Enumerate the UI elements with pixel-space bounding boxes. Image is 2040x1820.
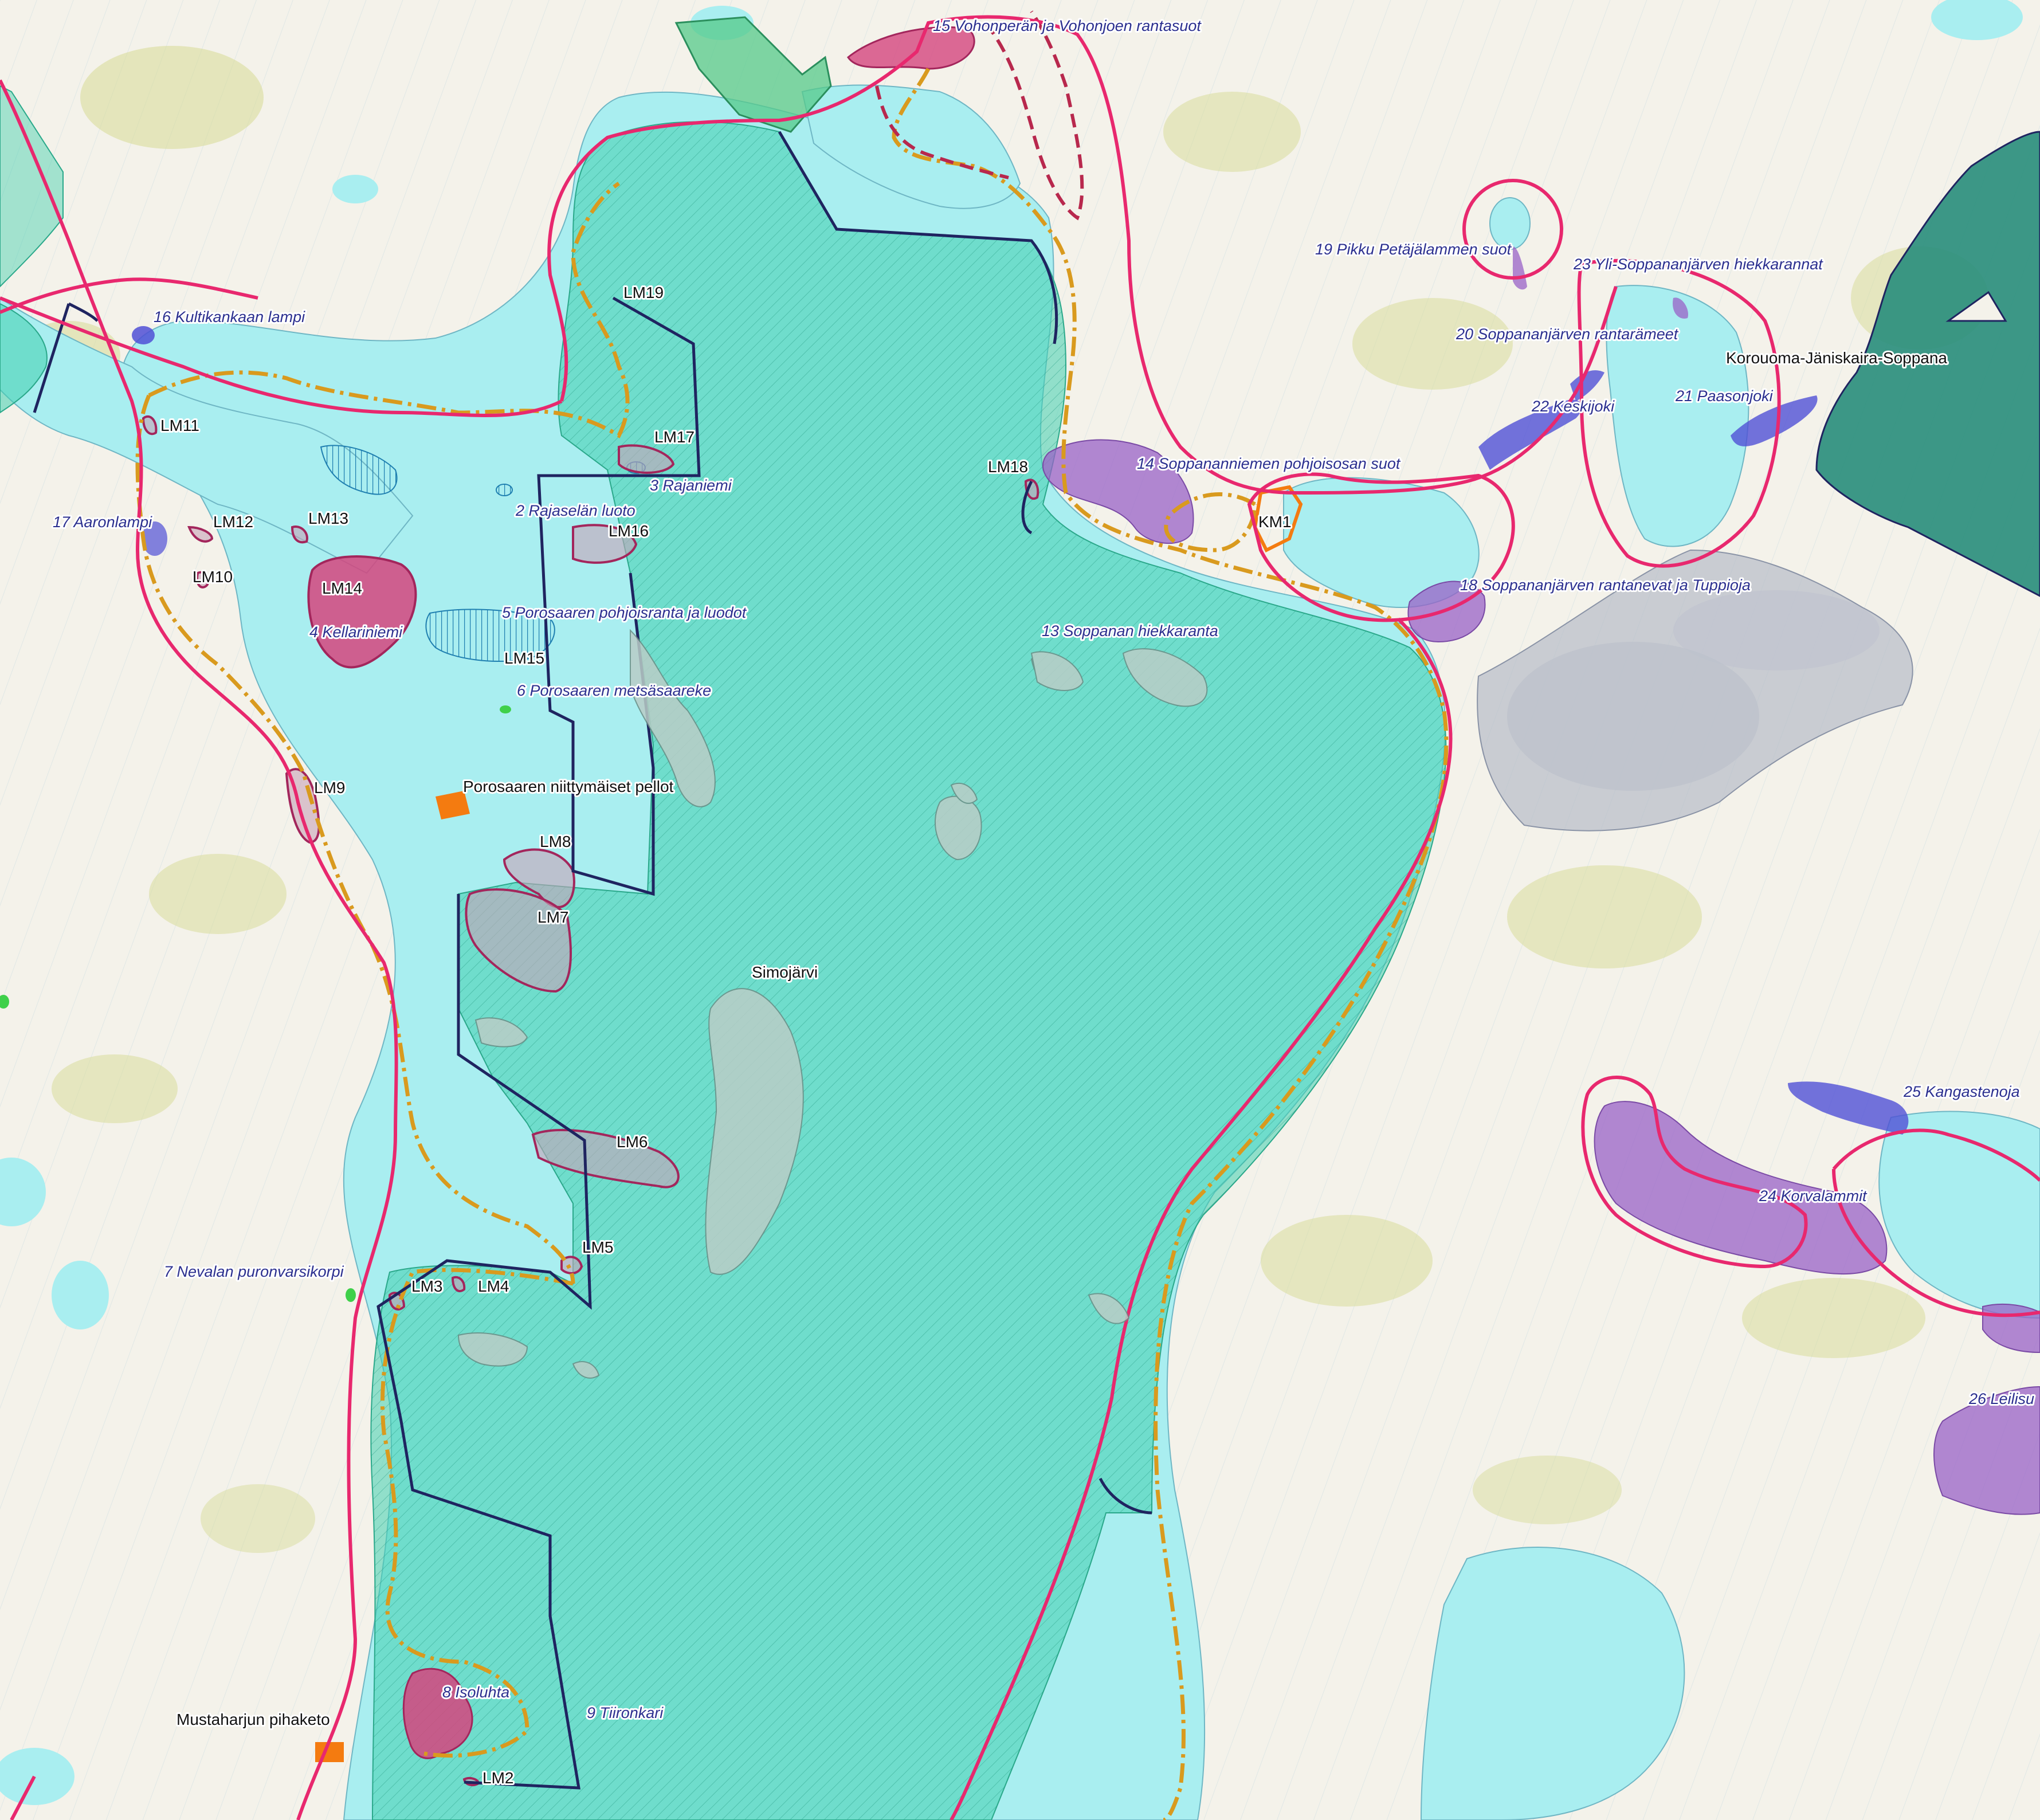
label-site-19: 19 Pikku Petäjälammen suot bbox=[1315, 241, 1512, 258]
label-lm2: LM2 bbox=[482, 1769, 513, 1787]
navy-boundary bbox=[33, 131, 1152, 1790]
label-site-4: 4 Kellariniemi bbox=[309, 623, 403, 641]
label-lm13: LM13 bbox=[308, 509, 348, 527]
label-site-20: 20 Soppananjärven rantarämeet bbox=[1456, 325, 1679, 343]
label-korouoma: Korouoma-Jäniskaira-Soppana bbox=[1726, 349, 1947, 367]
label-lm16: LM16 bbox=[609, 522, 649, 540]
green-dots bbox=[0, 705, 511, 1302]
label-site-5: 5 Porosaaren pohjoisranta ja luodot bbox=[502, 604, 747, 621]
habitat-red-polygons bbox=[307, 26, 975, 1759]
label-lm18: LM18 bbox=[988, 458, 1028, 476]
label-site-8: 8 Isoluhta bbox=[442, 1684, 509, 1701]
gold-boundary bbox=[135, 68, 1449, 1820]
green-area-north bbox=[674, 16, 832, 133]
label-site-14: 14 Soppananniemen pohjoisosan suot bbox=[1137, 455, 1401, 472]
label-site-13: 13 Soppanan hiekkaranta bbox=[1042, 622, 1218, 640]
lake-west-arm bbox=[0, 297, 414, 574]
label-lm15: LM15 bbox=[504, 649, 544, 667]
label-site-6: 6 Porosaaren metsäsaareke bbox=[517, 682, 711, 699]
label-lm4: LM4 bbox=[478, 1277, 509, 1295]
map-labels: 15 Vohonperän ja Vohonjoen rantasuot 19 … bbox=[51, 15, 2036, 1788]
lake-yli-soppananjarvi bbox=[1606, 285, 1749, 547]
label-site-24: 24 Korvalammit bbox=[1759, 1187, 1868, 1205]
lake-aaronlampi bbox=[142, 521, 167, 556]
label-site-15: 15 Vohonperän ja Vohonjoen rantasuot bbox=[933, 17, 1202, 34]
label-lm10: LM10 bbox=[193, 568, 233, 586]
label-site-18: 18 Soppananjärven rantanevat ja Tuppioja bbox=[1460, 576, 1751, 594]
label-lm7: LM7 bbox=[538, 908, 568, 926]
dashed-red-boundary bbox=[875, 10, 1084, 221]
label-poro-fields: Porosaaren niittymäiset pellot bbox=[463, 778, 674, 795]
lake-west-1 bbox=[0, 1158, 46, 1226]
label-site-22: 22 Keskijoki bbox=[1531, 398, 1615, 415]
lake-west-4 bbox=[332, 175, 378, 203]
label-lm9: LM9 bbox=[314, 779, 345, 797]
islands bbox=[457, 629, 1208, 1379]
label-simojarvi: Simojärvi bbox=[752, 963, 818, 981]
label-site-26: 26 Leilisu bbox=[1968, 1390, 2034, 1407]
pink-boundary bbox=[0, 15, 2040, 1820]
label-lm19: LM19 bbox=[623, 284, 664, 301]
label-site-17: 17 Aaronlampi bbox=[53, 513, 152, 531]
orange-fields bbox=[315, 791, 470, 1762]
label-lm3: LM3 bbox=[411, 1277, 442, 1295]
label-lm12: LM12 bbox=[213, 513, 253, 531]
label-site-7: 7 Nevalan puronvarsikorpi bbox=[164, 1263, 344, 1280]
label-lm14: LM14 bbox=[322, 579, 362, 597]
label-km1: KM1 bbox=[1258, 513, 1292, 531]
bird-site-hatched bbox=[320, 445, 646, 662]
label-lm8: LM8 bbox=[540, 833, 571, 850]
lake-soppananjarvi bbox=[1283, 477, 1480, 608]
lake-pikku-petajalampi bbox=[1489, 197, 1531, 250]
label-lm5: LM5 bbox=[582, 1238, 613, 1256]
habitat-blue-streams bbox=[132, 326, 1909, 1135]
lake-penamo bbox=[1420, 1547, 1685, 1820]
label-site-25: 25 Kangastenoja bbox=[1903, 1083, 2020, 1100]
label-lm6: LM6 bbox=[617, 1133, 648, 1151]
label-site-2: 2 Rajaselän luoto bbox=[515, 502, 635, 519]
korouoma-forest-notch bbox=[1945, 291, 2007, 322]
label-lm17: LM17 bbox=[654, 428, 695, 446]
label-site-3: 3 Rajaniemi bbox=[650, 477, 732, 494]
natura-area-hatch bbox=[371, 121, 1446, 1820]
label-site-9: 9 Tiironkari bbox=[587, 1704, 664, 1721]
label-mustaharju: Mustaharjun pihaketo bbox=[176, 1711, 330, 1728]
label-site-23: 23 Yli-Soppananjärven hiekkarannat bbox=[1573, 256, 1823, 273]
lake-west-3 bbox=[0, 1748, 74, 1805]
lake-korvalampi bbox=[1878, 1111, 2040, 1319]
label-site-16: 16 Kultikankaan lampi bbox=[154, 308, 305, 325]
grey-area-east bbox=[1477, 549, 1913, 831]
lake-west-2 bbox=[52, 1261, 109, 1329]
natura-area-west bbox=[0, 85, 64, 288]
lake-east-1 bbox=[1931, 0, 2023, 40]
natura-area-west-2 bbox=[0, 303, 48, 414]
label-lm11: LM11 bbox=[160, 417, 199, 434]
label-site-21: 21 Paasonjoki bbox=[1675, 387, 1774, 405]
